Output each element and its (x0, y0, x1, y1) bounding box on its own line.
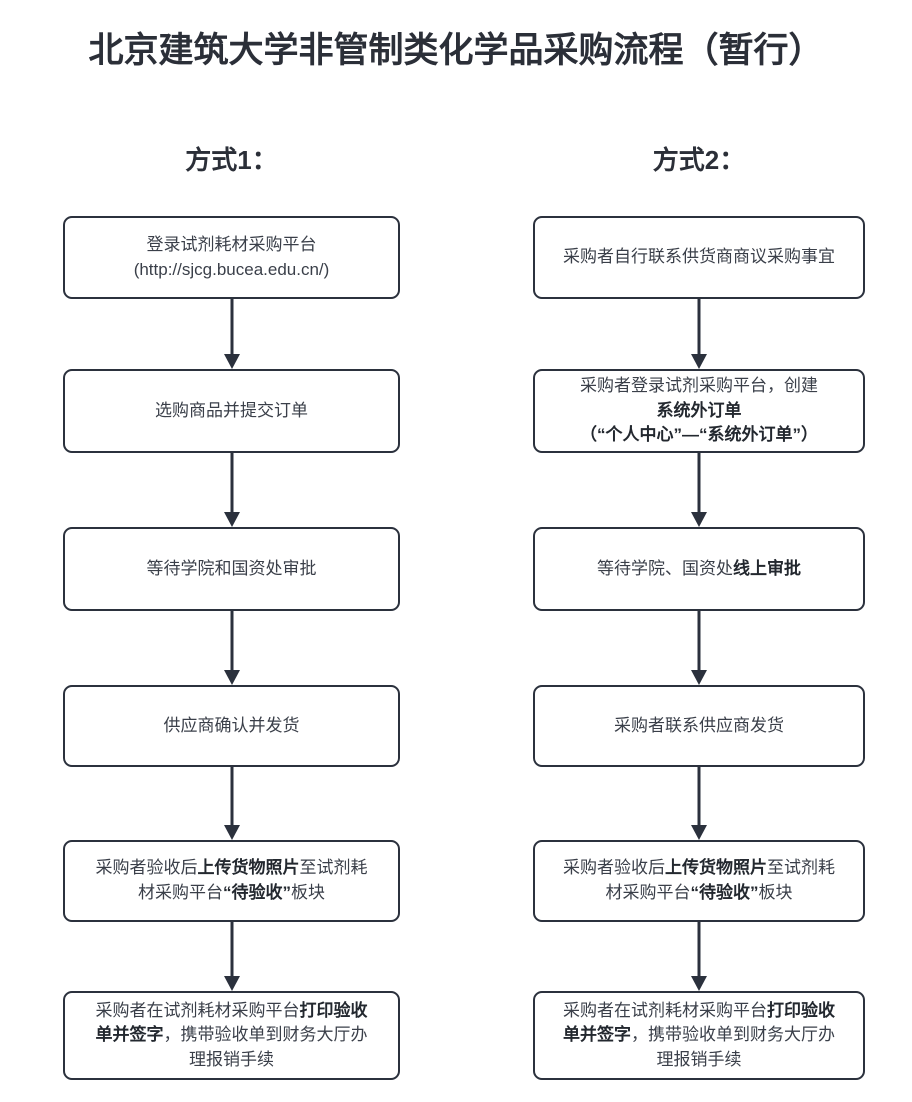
node-print-acceptance-form-2: 采购者在试剂耗材采购平台打印验收单并签字，携带验收单到财务大厅办理报销手续 (533, 991, 865, 1080)
arrow-stem (230, 299, 233, 355)
arrow-stem (230, 767, 233, 826)
node-label: 登录试剂耗材采购平台(http://sjcg.bucea.edu.cn/) (133, 234, 330, 279)
flow-arrow-down-icon (223, 453, 240, 527)
flow-arrow-down-icon (223, 767, 240, 840)
arrow-head (223, 825, 240, 840)
node-label: 采购者自行联系供货商商议采购事宜 (563, 247, 835, 267)
arrow-head (691, 512, 707, 527)
arrow-head (691, 825, 707, 840)
flow-column-method-1: 登录试剂耗材采购平台(http://sjcg.bucea.edu.cn/) 选购商… (63, 0, 400, 1102)
flow-arrow-down-icon (691, 611, 707, 685)
node-label: 等待学院、国资处线上审批 (597, 558, 801, 578)
arrow-head (223, 670, 240, 685)
node-label: 采购者在试剂耗材采购平台打印验收单并签字，携带验收单到财务大厅办理报销手续 (563, 1000, 835, 1069)
node-label: 采购者登录试剂采购平台，创建系统外订单（“个人中心”—“系统外订单”） (580, 376, 818, 445)
node-select-goods-submit-order: 选购商品并提交订单 (63, 369, 400, 453)
arrow-stem (697, 299, 701, 355)
flow-arrow-down-icon (223, 922, 240, 991)
arrow-head (223, 976, 240, 991)
node-label: 采购者验收后上传货物照片至试剂耗材采购平台“待验收”板块 (95, 858, 368, 902)
node-login-platform: 登录试剂耗材采购平台(http://sjcg.bucea.edu.cn/) (63, 216, 400, 299)
column-header-method-2: 方式2： (652, 145, 746, 175)
arrow-head (223, 512, 240, 527)
arrow-stem (230, 611, 233, 671)
arrow-stem (697, 767, 701, 826)
node-contact-supplier: 采购者自行联系供货商商议采购事宜 (533, 216, 865, 299)
flow-arrow-down-icon (691, 767, 707, 840)
page-title: 北京建筑大学非管制类化学品采购流程（暂行） (88, 31, 824, 70)
arrow-stem (230, 453, 233, 513)
flow-arrow-down-icon (691, 299, 707, 369)
flow-arrow-down-icon (223, 611, 240, 685)
node-wait-college-sasac-approval: 等待学院和国资处审批 (63, 527, 400, 611)
arrow-head (691, 354, 707, 369)
flow-arrow-down-icon (223, 299, 240, 369)
arrow-head (691, 670, 707, 685)
node-label: 等待学院和国资处审批 (146, 558, 317, 578)
node-upload-goods-photo-2: 采购者验收后上传货物照片至试剂耗材采购平台“待验收”板块 (533, 840, 865, 922)
flow-column-method-2: 采购者自行联系供货商商议采购事宜采购者登录试剂采购平台，创建系统外订单（“个人中… (533, 0, 865, 1102)
column-header-method-1: 方式1： (185, 145, 278, 175)
node-buyer-contact-supplier-ship: 采购者联系供应商发货 (533, 685, 865, 767)
node-print-acceptance-form: 采购者在试剂耗材采购平台打印验收单并签字，携带验收单到财务大厅办理报销手续 (63, 991, 400, 1080)
node-label: 供应商确认并发货 (163, 715, 300, 735)
node-wait-online-approval: 等待学院、国资处线上审批 (533, 527, 865, 611)
arrow-head (223, 354, 240, 369)
node-upload-goods-photo: 采购者验收后上传货物照片至试剂耗材采购平台“待验收”板块 (63, 840, 400, 922)
arrow-stem (230, 922, 233, 977)
arrow-stem (697, 453, 701, 513)
node-label: 采购者联系供应商发货 (614, 715, 784, 735)
flow-arrow-down-icon (691, 922, 707, 991)
node-label: 采购者在试剂耗材采购平台打印验收单并签字，携带验收单到财务大厅办理报销手续 (95, 1000, 368, 1069)
flow-arrow-down-icon (691, 453, 707, 527)
arrow-head (691, 976, 707, 991)
node-label: 选购商品并提交订单 (155, 400, 308, 420)
node-create-external-order: 采购者登录试剂采购平台，创建系统外订单（“个人中心”—“系统外订单”） (533, 369, 865, 453)
node-supplier-confirm-ship: 供应商确认并发货 (63, 685, 400, 767)
arrow-stem (697, 611, 701, 671)
arrow-stem (697, 922, 701, 977)
node-label: 采购者验收后上传货物照片至试剂耗材采购平台“待验收”板块 (563, 858, 835, 902)
